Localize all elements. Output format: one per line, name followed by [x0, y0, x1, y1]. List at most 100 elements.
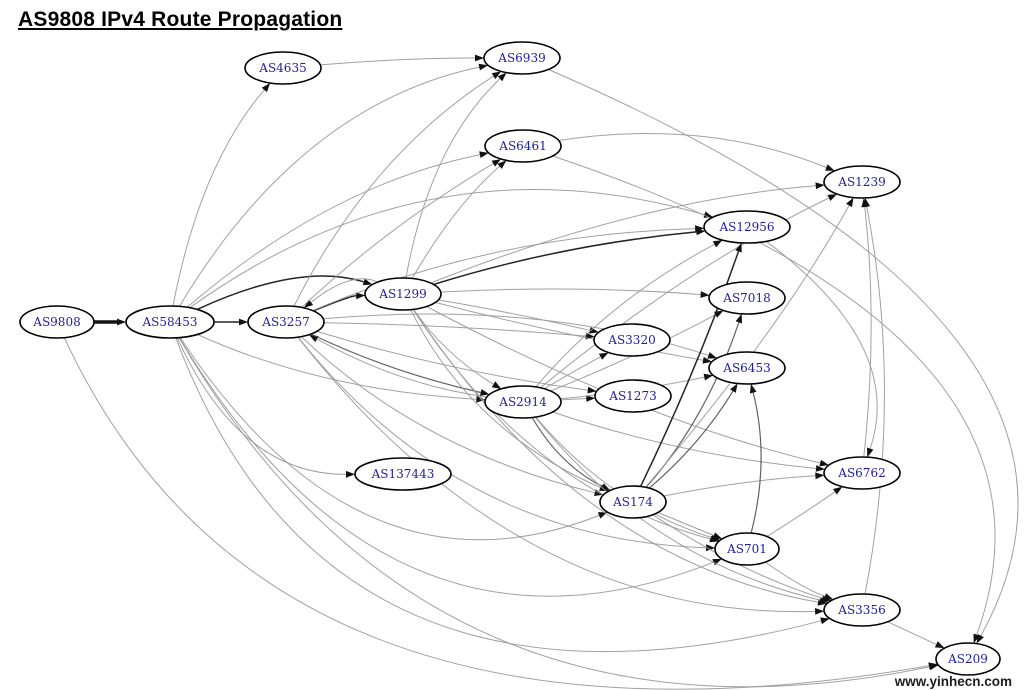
- node-ellipse-AS3257[interactable]: [247, 305, 325, 339]
- arrowhead-AS2914-AS6762: [815, 465, 825, 472]
- edge-AS174-AS6453: [648, 390, 734, 489]
- edge-AS58453-AS4635: [172, 89, 265, 307]
- node-AS4635[interactable]: AS4635: [244, 51, 322, 85]
- edge-AS1299-AS7018: [440, 288, 701, 295]
- edge-AS58453-AS209: [178, 337, 930, 688]
- edge-AS58453-AS2914: [197, 334, 477, 400]
- arrowhead-AS1299-AS6939: [497, 72, 507, 82]
- node-label-AS3257: AS3257: [261, 315, 309, 329]
- edge-AS174-AS1239: [645, 205, 850, 488]
- edge-AS3257-AS2914: [310, 333, 481, 394]
- edge-AS2914-AS6762: [552, 411, 817, 469]
- node-label-AS9808: AS9808: [32, 315, 80, 329]
- node-AS9808[interactable]: AS9808: [19, 305, 95, 339]
- node-ellipse-AS209[interactable]: [935, 642, 1001, 676]
- node-ellipse-AS1273[interactable]: [594, 379, 672, 413]
- node-AS12956[interactable]: AS12956: [703, 210, 791, 244]
- edge-AS1299-AS6453: [435, 301, 704, 361]
- node-ellipse-AS7018[interactable]: [708, 281, 786, 315]
- arrowhead-AS58453-AS209: [928, 663, 939, 671]
- arrowhead-AS1299-AS3320: [589, 327, 599, 334]
- arrowhead-AS9808-AS58453: [117, 318, 126, 326]
- edge-AS2914-AS12956: [535, 243, 715, 388]
- arrowhead-AS3257-AS2914: [480, 389, 490, 396]
- node-ellipse-AS3320[interactable]: [593, 323, 671, 357]
- node-ellipse-AS6939[interactable]: [483, 41, 561, 75]
- node-ellipse-AS1299[interactable]: [364, 277, 442, 311]
- edge-AS174-AS3356: [652, 514, 823, 599]
- node-AS6939[interactable]: AS6939: [483, 41, 561, 75]
- arrowhead-AS3257-AS6453: [707, 352, 717, 359]
- edge-AS3257-AS6461: [301, 163, 494, 308]
- arrowhead-AS2914-AS3320: [598, 352, 609, 360]
- edge-AS1299-AS2914: [413, 309, 494, 385]
- edge-AS2914-AS3356: [534, 416, 821, 601]
- node-ellipse-AS2914[interactable]: [484, 385, 562, 419]
- node-ellipse-AS9808[interactable]: [19, 305, 95, 339]
- node-label-AS3320: AS3320: [607, 333, 655, 347]
- edge-AS3356-AS209: [887, 621, 937, 645]
- arrowhead-AS58453-AS137443: [346, 470, 355, 478]
- node-ellipse-AS6453[interactable]: [708, 351, 786, 385]
- node-AS137443[interactable]: AS137443: [354, 457, 452, 491]
- arrowhead-AS58453-AS4635: [261, 83, 271, 93]
- node-AS58453[interactable]: AS58453: [125, 305, 215, 339]
- node-ellipse-AS6461[interactable]: [484, 129, 562, 163]
- node-AS6762[interactable]: AS6762: [823, 456, 901, 490]
- node-AS3320[interactable]: AS3320: [593, 323, 671, 357]
- edge-AS1299-AS3356: [412, 309, 819, 603]
- node-AS7018[interactable]: AS7018: [708, 281, 786, 315]
- edge-AS4635-AS6939: [320, 57, 476, 66]
- node-ellipse-AS6762[interactable]: [823, 456, 901, 490]
- node-AS3257[interactable]: AS3257: [247, 305, 325, 339]
- edge-AS2914-AS1273: [560, 398, 587, 401]
- node-label-AS4635: AS4635: [258, 61, 306, 75]
- node-AS701[interactable]: AS701: [714, 532, 780, 566]
- arrowhead-AS58453-AS701: [712, 558, 722, 566]
- edge-AS1299-AS6939: [405, 78, 501, 279]
- node-ellipse-AS58453[interactable]: [125, 305, 215, 339]
- node-ellipse-AS174[interactable]: [599, 485, 667, 519]
- node-AS174[interactable]: AS174: [599, 485, 667, 519]
- edge-AS174-AS12956: [639, 251, 740, 487]
- edge-AS1299-AS6461: [411, 165, 500, 279]
- arrowhead-AS58453-AS174: [597, 512, 608, 519]
- arrowhead-AS2914-AS174: [600, 483, 611, 491]
- arrowhead-AS3257-AS6461: [491, 159, 501, 167]
- edge-AS2914-AS3320: [544, 356, 601, 390]
- arrowhead-AS58453-AS3356: [820, 617, 830, 625]
- edge-AS1299-AS12956: [433, 231, 697, 286]
- node-label-AS137443: AS137443: [371, 467, 435, 481]
- node-label-AS701: AS701: [726, 542, 767, 556]
- node-AS1299[interactable]: AS1299: [364, 277, 442, 311]
- node-ellipse-AS1239[interactable]: [823, 165, 901, 199]
- node-ellipse-AS4635[interactable]: [244, 51, 322, 85]
- node-AS209[interactable]: AS209: [935, 642, 1001, 676]
- edge-AS3257-AS174: [300, 336, 595, 494]
- arrowhead-AS1299-AS1239: [815, 182, 825, 190]
- node-ellipse-AS12956[interactable]: [703, 210, 791, 244]
- node-AS1273[interactable]: AS1273: [594, 379, 672, 413]
- arrowhead-AS174-AS6762: [815, 472, 825, 480]
- edge-AS2914-AS174: [531, 417, 603, 487]
- arrowhead-AS6461-AS1239: [825, 164, 835, 171]
- arrowhead-AS3356-AS209: [934, 641, 945, 649]
- edge-AS6461-AS1239: [558, 132, 827, 168]
- arrowhead-AS2914-AS12956: [712, 240, 723, 248]
- arrowhead-AS1299-AS12956: [696, 228, 706, 236]
- node-label-AS6939: AS6939: [497, 51, 545, 65]
- node-AS3356[interactable]: AS3356: [823, 593, 901, 627]
- edge-AS6461-AS209: [552, 155, 996, 635]
- arrowhead-AS701-AS6762: [833, 486, 843, 495]
- node-ellipse-AS3356[interactable]: [823, 593, 901, 627]
- node-AS1239[interactable]: AS1239: [823, 165, 901, 199]
- arrowhead-AS6461-AS209: [973, 633, 980, 644]
- node-ellipse-AS137443[interactable]: [354, 457, 452, 491]
- node-ellipse-AS701[interactable]: [714, 532, 780, 566]
- arrowhead-AS174-AS701: [712, 532, 723, 539]
- edge-AS58453-AS3356: [175, 337, 822, 653]
- node-AS2914[interactable]: AS2914: [484, 385, 562, 419]
- edge-AS2914-AS3257: [316, 338, 487, 398]
- node-AS6461[interactable]: AS6461: [484, 129, 562, 163]
- node-AS6453[interactable]: AS6453: [708, 351, 786, 385]
